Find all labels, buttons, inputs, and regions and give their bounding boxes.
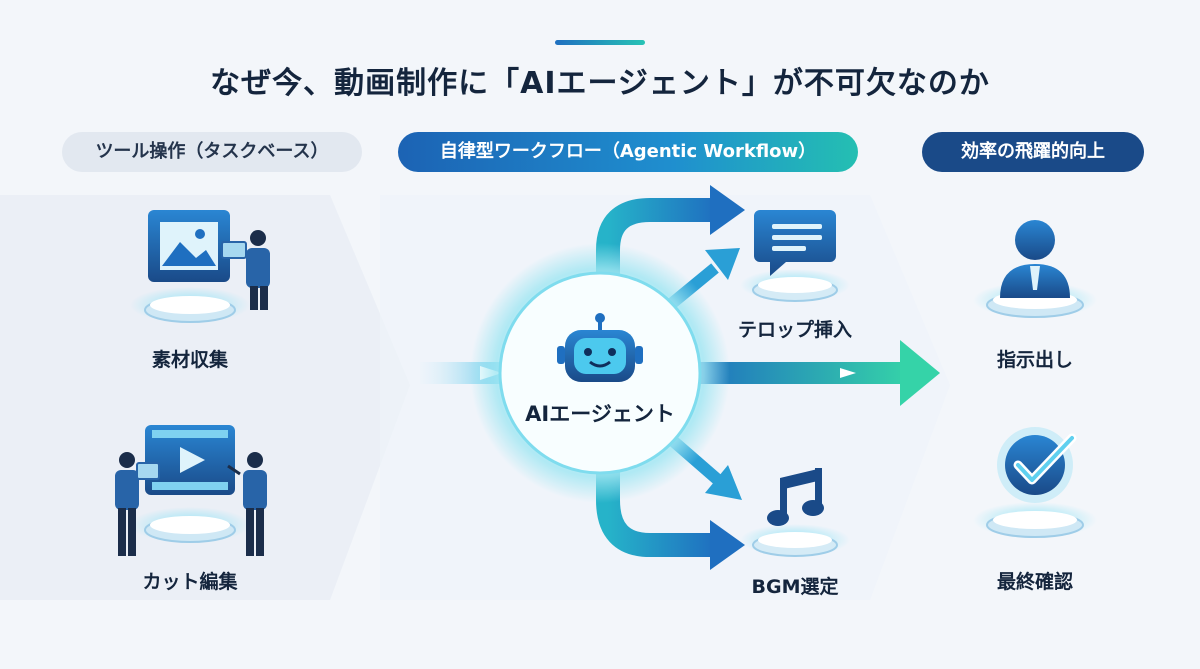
video-edit-icon: [145, 425, 235, 495]
page-title: なぜ今、動画制作に「AIエージェント」が不可欠なのか: [210, 66, 990, 101]
diagonal-arrow-up-head: [705, 248, 740, 280]
main-flow-inner-arrow: [840, 368, 856, 378]
person-figure-2: [115, 452, 160, 556]
column-header-efficiency: 効率の飛躍的向上: [922, 132, 1144, 172]
pad-output-2: [740, 524, 850, 557]
image-film-icon: [148, 210, 230, 282]
pad-left-1: [130, 287, 250, 323]
robot-icon: [557, 313, 643, 382]
upper-curved-arrowhead: [710, 185, 745, 235]
step-label-cut-editing: カット編集: [142, 571, 238, 593]
step-label-material-collection: 素材収集: [151, 349, 228, 371]
person-figure-1: [221, 230, 270, 310]
main-flow-arrowhead: [900, 340, 940, 406]
left-chevron-bg: [0, 195, 410, 600]
column-header-agentic-workflow: 自律型ワークフロー（Agentic Workflow）: [398, 132, 858, 172]
output-label-bgm: BGM選定: [751, 576, 839, 598]
main-flow-bar: [690, 362, 910, 384]
speech-bubble-icon: [754, 210, 836, 276]
lower-curved-arrowhead: [710, 520, 745, 570]
step-label-instruction: 指示出し: [996, 349, 1073, 371]
agent-label: AIエージェント: [525, 402, 675, 426]
step-label-final-check: 最終確認: [996, 571, 1073, 593]
title-accent-bar: [555, 40, 645, 45]
diagonal-arrow-down-head: [705, 465, 742, 500]
column-header-tool-operation: ツール操作（タスクベース）: [62, 132, 362, 172]
pad-left-2: [130, 507, 250, 543]
music-note-icon: [767, 468, 824, 526]
person-icon: [1000, 220, 1070, 298]
person-figure-3: [227, 452, 267, 556]
pad-output-1: [740, 269, 850, 302]
output-label-telop: テロップ挿入: [737, 319, 852, 341]
pad-right-2: [973, 502, 1097, 538]
checkmark-icon: [997, 427, 1077, 503]
